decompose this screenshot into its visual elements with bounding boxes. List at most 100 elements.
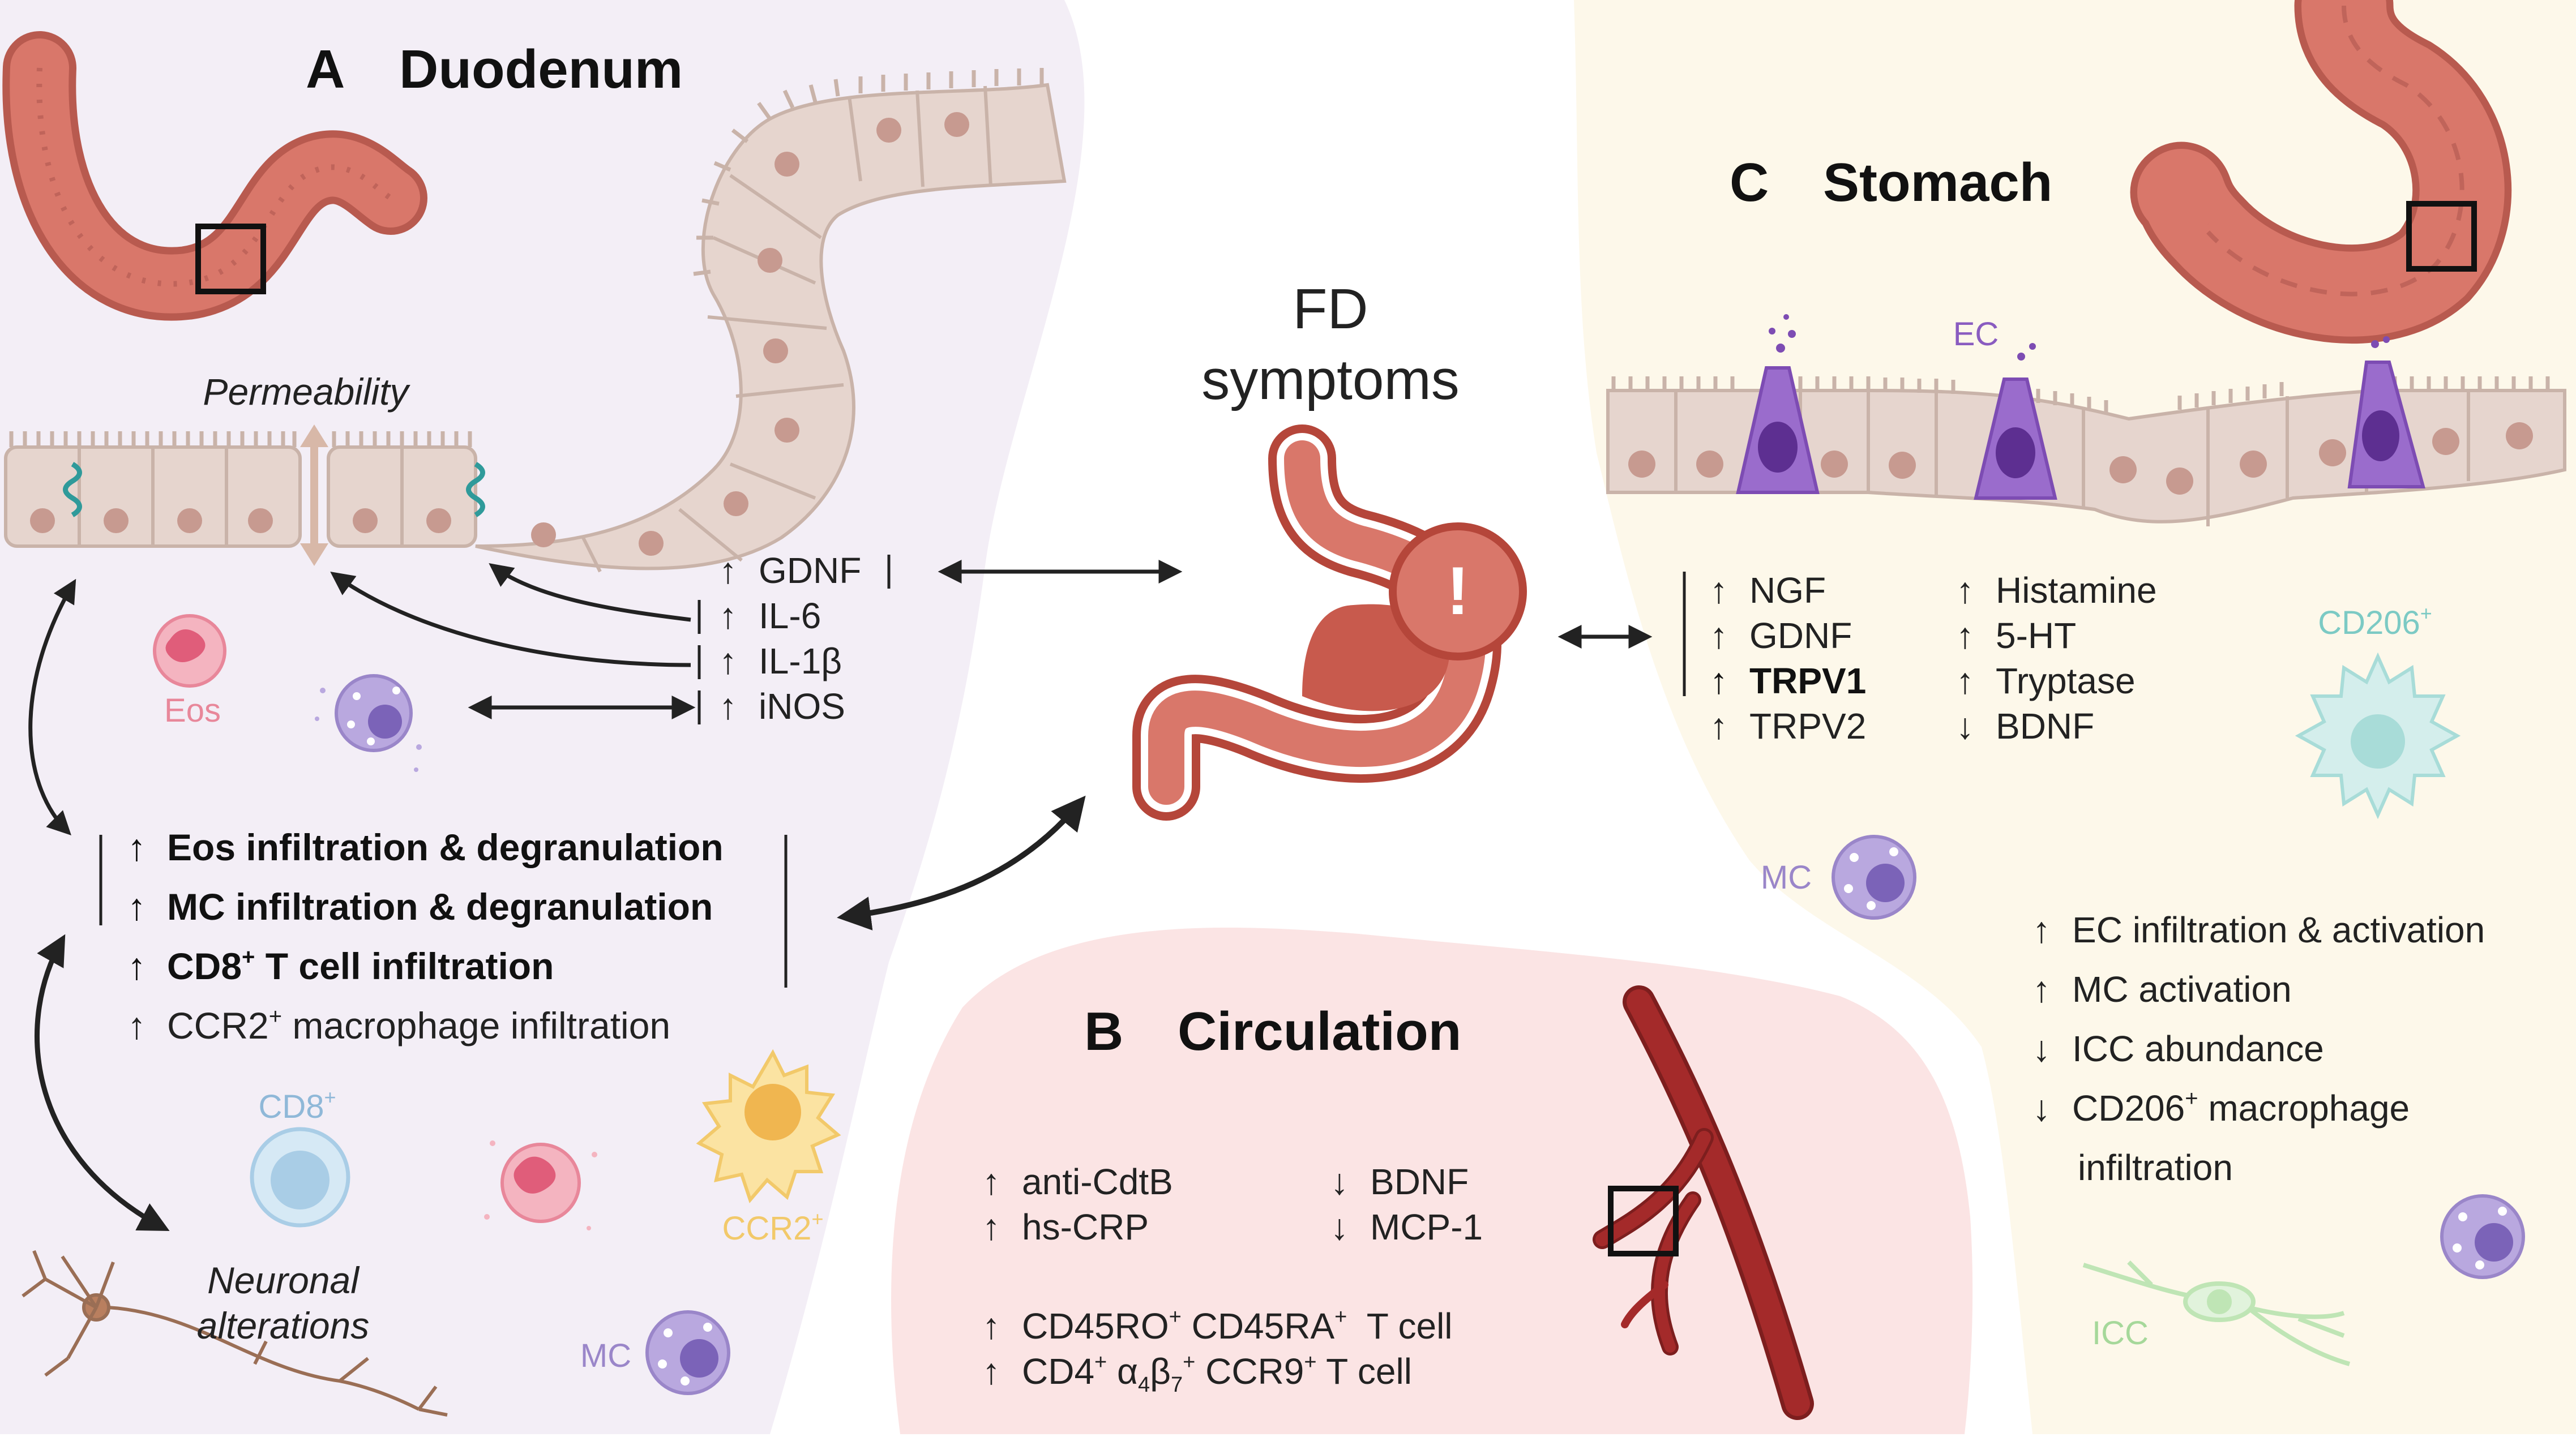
c-finding-arrow-3: ↓ [2032, 1088, 2051, 1129]
c-right-arrow-0: ↑ [1956, 570, 1974, 611]
c-left-arrow-2: ↑ [1710, 660, 1728, 701]
mediator-arrow-il6: ↑ [719, 595, 737, 636]
panel-b-letter: B [1084, 1001, 1123, 1062]
b-up-arrow-0: ↑ [982, 1161, 1000, 1202]
finding-ccr2: CCR2+ macrophage infiltration [167, 1004, 670, 1046]
stomach-organ-illustration [2130, 0, 2512, 344]
mediator-arrow-gdnf: ↑ [719, 550, 737, 591]
blood-vessel-illustration [1593, 985, 1814, 1420]
mc-label-a: MC [580, 1337, 631, 1374]
finding-arrow-eos: ↑ [127, 826, 146, 868]
mc-cell-icon-a-top [315, 674, 422, 772]
ec-cell-icon-2 [1974, 343, 2057, 500]
c-finding-0: EC infiltration & activation [2072, 910, 2485, 950]
c-left-arrow-3: ↑ [1710, 706, 1728, 747]
finding-arrow-mc: ↑ [127, 886, 146, 928]
alert-mark: ! [1447, 553, 1469, 629]
panel-b-markers: ↑ anti-CdtB ↑ hs-CRP ↓ BDNF ↓ MCP-1 ↑ CD… [982, 1161, 1483, 1397]
mediator-il6: IL-6 [759, 595, 821, 636]
ec-cell-icon-1 [1736, 314, 1820, 494]
mediator-gdnf: GDNF [759, 550, 861, 591]
mediator-arrow-il1b: ↑ [719, 641, 737, 681]
c-right-histamine: Histamine [1996, 570, 2157, 611]
c-finding-arrow-1: ↑ [2032, 969, 2051, 1010]
ec-cell-icon-3 [2347, 336, 2425, 488]
panel-c-mediator-list: ↑ NGF ↑ GDNF ↑ TRPV1 ↑ TRPV2 ↑ Histamine… [1683, 570, 2157, 747]
mediator-inos: iNOS [759, 686, 845, 727]
b-mcp1: MCP-1 [1370, 1207, 1483, 1247]
panel-c-background [1574, 0, 2576, 1434]
finding-arrow-ccr2: ↑ [127, 1005, 146, 1046]
c-finding-3-continuation: infiltration [2078, 1147, 2233, 1188]
stomach-symptom-icon: ! [1132, 424, 1527, 821]
c-finding-2: ICC abundance [2072, 1028, 2324, 1069]
c-left-arrow-0: ↑ [1710, 570, 1728, 611]
c-finding-arrow-2: ↓ [2032, 1028, 2051, 1069]
panel-c-findings: ↑ EC infiltration & activation ↑ MC acti… [2032, 910, 2485, 1188]
mediator-il1b: IL-1β [759, 641, 842, 681]
c-right-bdnf: BDNF [1996, 706, 2094, 747]
icc-cell-icon [2082, 1260, 2351, 1366]
c-right-tryptase: Tryptase [1996, 660, 2136, 701]
permeability-arrow [300, 424, 328, 566]
b-down-arrow-0: ↓ [1330, 1161, 1349, 1202]
cd206-macrophage-icon [2295, 652, 2461, 820]
cd206-label: CD206+ [2318, 602, 2432, 641]
panel-c-letter: C [1730, 152, 1769, 213]
gastric-epithelium [1606, 376, 2566, 526]
c-finding-3: CD206+ macrophage [2072, 1086, 2410, 1129]
b-up-arrow-3: ↑ [982, 1351, 1000, 1392]
finding-cd8: CD8+ T cell infiltration [167, 945, 554, 987]
panel-c-title: Stomach [1823, 152, 2052, 213]
eos-cell-icon-bottom [484, 1140, 597, 1230]
c-right-arrow-3: ↓ [1956, 706, 1974, 747]
panel-a-arrows [28, 560, 1183, 1232]
b-tcell-cd4: CD4+ α4β7+ CCR9+ T cell [1022, 1350, 1412, 1397]
ccr2-label: CCR2+ [722, 1207, 824, 1247]
mc-cell-icon-c-bottom [2440, 1194, 2525, 1279]
b-up-arrow-2: ↑ [982, 1306, 1000, 1346]
c-finding-1: MC activation [2072, 969, 2292, 1010]
mc-cell-icon-c [1832, 835, 1916, 920]
b-up-arrow-1: ↑ [982, 1207, 1000, 1247]
panel-a-findings: ↑ Eos infiltration & degranulation ↑ MC … [99, 826, 788, 1046]
duodenum-organ-illustration [2, 31, 427, 321]
cd8-cell-icon [250, 1127, 350, 1228]
mc-cell-icon-a-bottom [645, 1310, 730, 1395]
c-left-trpv1: TRPV1 [1749, 660, 1866, 701]
eos-cell-icon [153, 614, 226, 688]
icc-label: ICC [2092, 1315, 2149, 1352]
mediator-arrow-inos: ↑ [719, 686, 737, 727]
panel-b-title: Circulation [1178, 1001, 1461, 1062]
c-right-arrow-1: ↑ [1956, 615, 1974, 656]
b-hs-crp: hs-CRP [1022, 1207, 1149, 1247]
cd8-label: CD8+ [258, 1086, 336, 1125]
mc-label-c: MC [1761, 859, 1812, 896]
c-right-5ht: 5-HT [1996, 615, 2076, 656]
c-right-arrow-2: ↑ [1956, 660, 1974, 701]
neuron-icon [22, 1250, 448, 1417]
c-left-trpv2: TRPV2 [1749, 706, 1866, 747]
panel-a-mediator-list: ↑ GDNF ↑ IL-6 ↑ IL-1β ↑ iNOS [698, 550, 891, 727]
fd-symptoms-line1: FD [1293, 277, 1368, 341]
finding-mc: MC infiltration & degranulation [167, 886, 713, 928]
b-down-arrow-1: ↓ [1330, 1207, 1349, 1247]
ec-label: EC [1953, 316, 1999, 353]
neuronal-label-line1: Neuronal [207, 1259, 360, 1301]
c-left-arrow-1: ↑ [1710, 615, 1728, 656]
finding-arrow-cd8: ↑ [127, 945, 146, 987]
panel-a-title: Duodenum [399, 39, 683, 100]
permeability-label: Permeability [203, 371, 410, 413]
duodenal-epithelium [4, 68, 1067, 573]
panel-a-letter: A [306, 39, 345, 100]
finding-eos: Eos infiltration & degranulation [167, 826, 724, 868]
b-tcell-cd45: CD45RO+ CD45RA+ T cell [1022, 1305, 1453, 1346]
b-bdnf: BDNF [1370, 1161, 1469, 1202]
ccr2-macrophage-icon [696, 1049, 841, 1203]
neuronal-label-line2: alterations [197, 1305, 370, 1346]
fd-symptoms-line2: symptoms [1201, 348, 1460, 411]
b-anti-cdtb: anti-CdtB [1022, 1161, 1173, 1202]
c-left-gdnf: GDNF [1749, 615, 1852, 656]
